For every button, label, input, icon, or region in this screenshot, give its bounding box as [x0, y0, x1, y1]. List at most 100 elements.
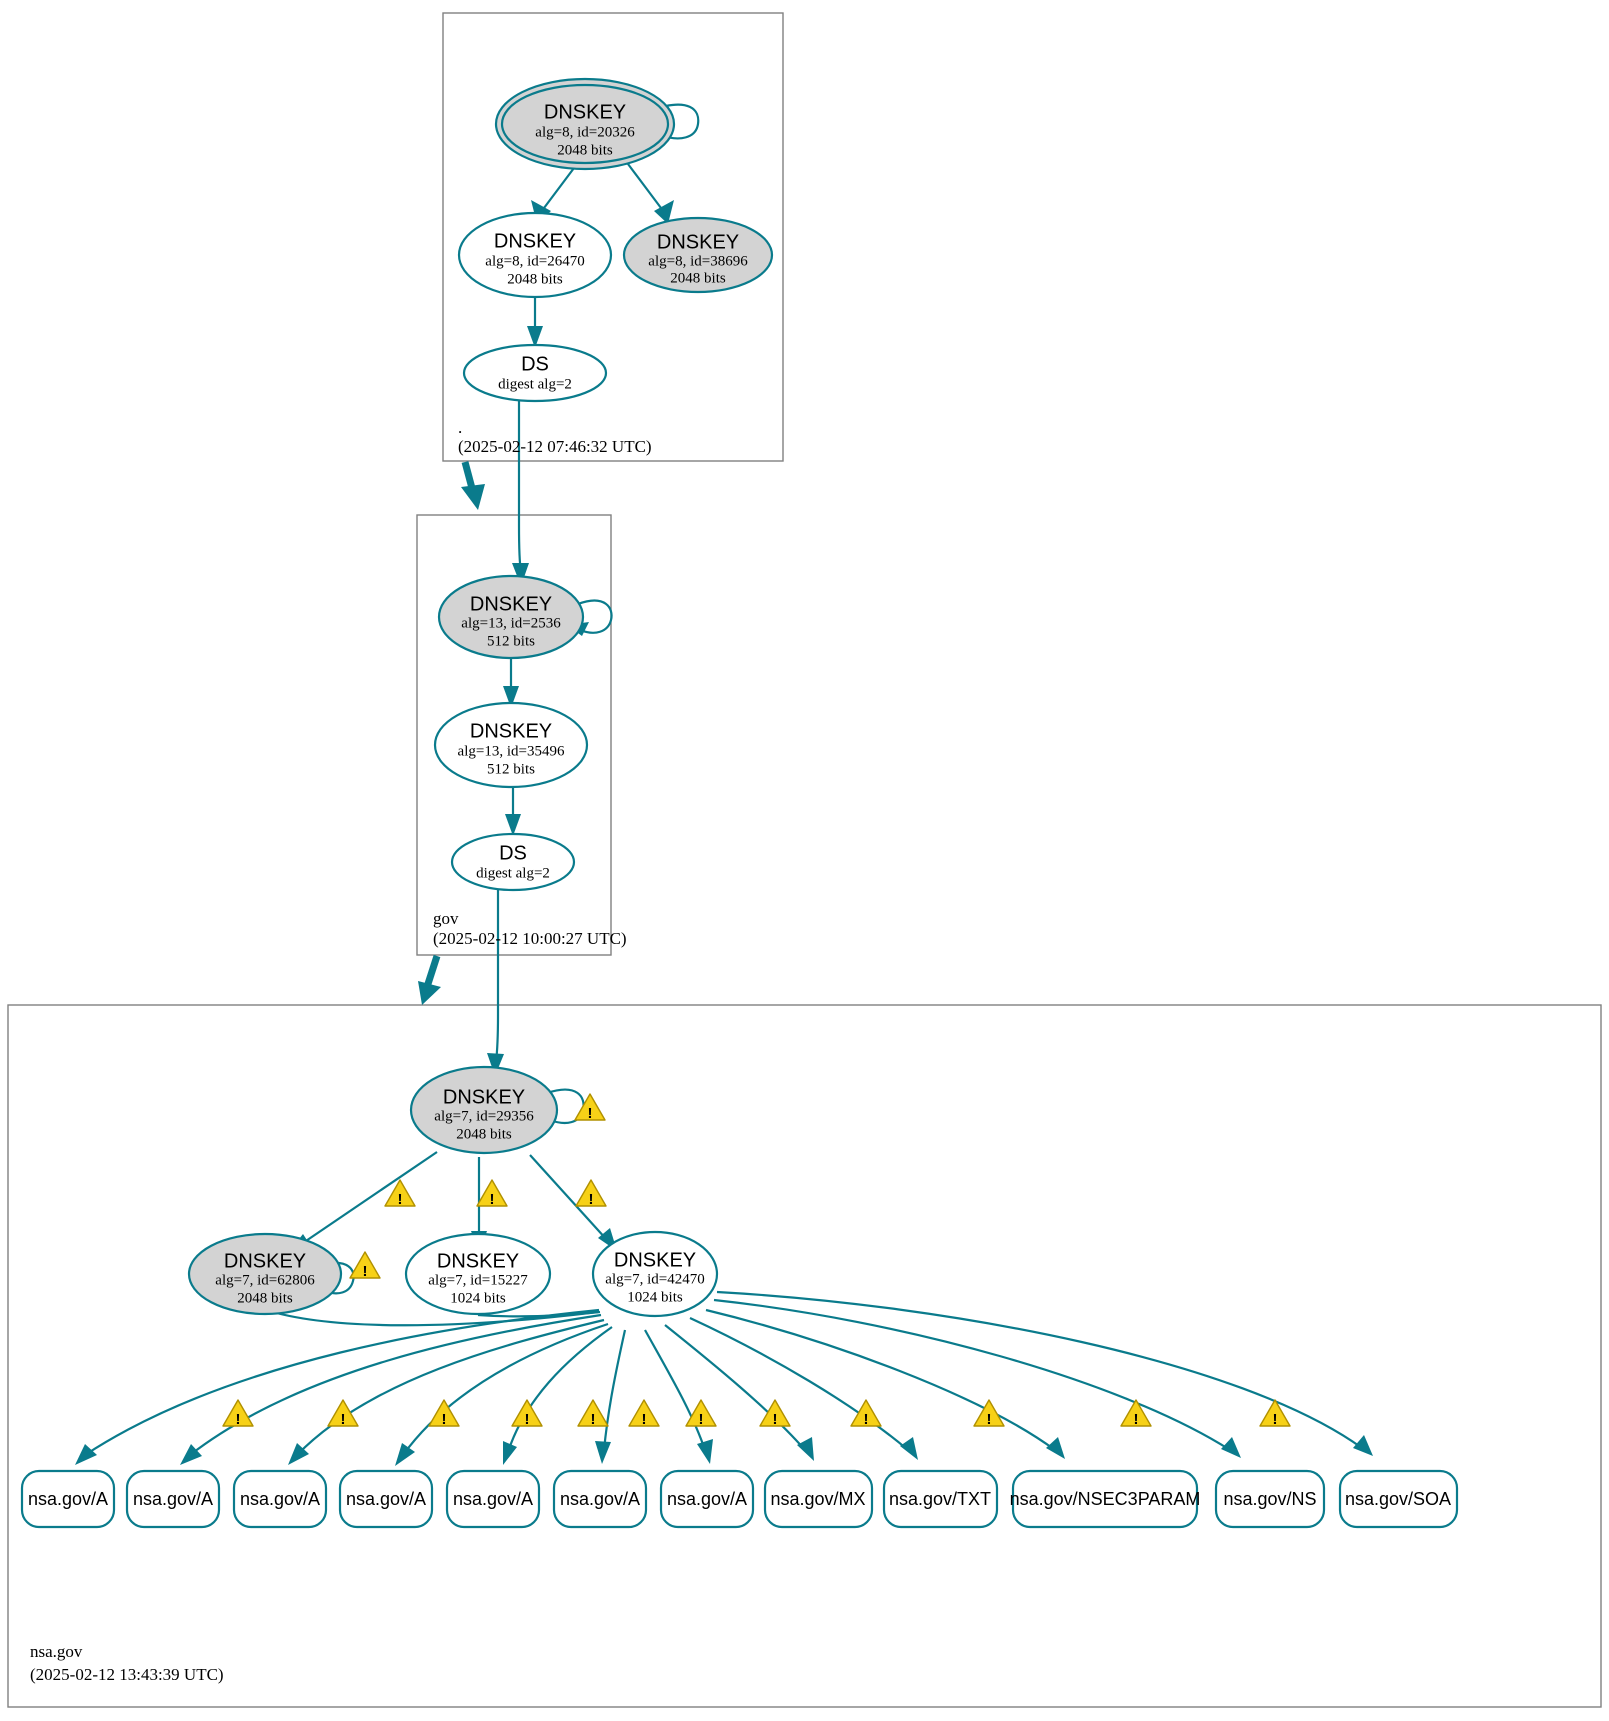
node-root-zsk-38696[interactable] [622, 216, 774, 294]
node-nsa-62806-line2: alg=7, id=62806 [215, 1272, 315, 1288]
node-nsa-29356-title: DNSKEY [443, 1086, 525, 1108]
rrset-box-rr9[interactable] [882, 1469, 999, 1529]
warning-glyph: ! [236, 1411, 241, 1428]
zone-label-root: . [458, 418, 462, 437]
edge-42470-to-rr6 [602, 1329, 627, 1451]
zone-timestamp-nsagov: (2025-02-12 13:43:39 UTC) [30, 1665, 224, 1684]
warning-icon-rr5[interactable]: ! [577, 1399, 609, 1428]
edge-42470-to-rr12 [716, 1290, 1363, 1449]
rrset-box-rr7[interactable] [659, 1469, 755, 1529]
node-gov-ds[interactable] [450, 832, 576, 892]
rrset-box-rr5[interactable] [445, 1469, 541, 1529]
node-gov-ksk-2536[interactable] [437, 574, 585, 660]
node-root-ksk-20326[interactable] [494, 77, 676, 171]
rrset-box-rr6[interactable] [552, 1469, 648, 1529]
warning-icon-selfsign-29356[interactable]: ! [574, 1093, 606, 1122]
rrset-box-rr12[interactable] [1338, 1469, 1459, 1529]
warning-glyph: ! [699, 1411, 704, 1428]
rrset-rr3[interactable]: nsa.gov/A [232, 1469, 328, 1529]
edge-42470-to-rr1 [84, 1308, 600, 1456]
rrset-label-rr8: nsa.gov/MX [770, 1489, 865, 1509]
warning-icon-29356-to-62806[interactable]: ! [384, 1179, 416, 1208]
rrset-rr4[interactable]: nsa.gov/A [338, 1469, 434, 1529]
zone-timestamp-root: (2025-02-12 07:46:32 UTC) [458, 437, 652, 456]
rrset-box-rr2[interactable] [125, 1469, 221, 1529]
arrowhead-rr2 [180, 1444, 202, 1465]
node-nsa-15227[interactable] [404, 1232, 552, 1316]
arrowhead-rr5 [503, 1441, 517, 1465]
node-gov-35496-title: DNSKEY [470, 720, 552, 742]
arrowhead-rr7 [697, 1439, 713, 1464]
rrset-rr9[interactable]: nsa.gov/TXT [882, 1469, 999, 1529]
warning-icon-rr12[interactable]: ! [1259, 1399, 1291, 1428]
warning-icon-rr6[interactable]: ! [628, 1399, 660, 1428]
rrset-box-rr10[interactable] [1011, 1469, 1199, 1529]
node-gov-ds-title: DS [499, 842, 527, 864]
rrset-rr2[interactable]: nsa.gov/A [125, 1469, 221, 1529]
warning-glyph: ! [642, 1411, 647, 1428]
node-gov-35496-line3: 512 bits [487, 761, 535, 777]
arrowhead-35496-to-govds [505, 814, 521, 836]
zone-box-nsagov [7, 1004, 1602, 1708]
warning-glyph: ! [442, 1411, 447, 1428]
edge-42470-to-rr4 [402, 1322, 609, 1456]
rrset-label-rr2: nsa.gov/A [133, 1489, 213, 1509]
arrowhead-rr1 [75, 1444, 97, 1465]
rrset-rr6[interactable]: nsa.gov/A [552, 1469, 648, 1529]
warning-icon-rr8[interactable]: ! [759, 1399, 791, 1428]
warning-icon-29356-to-15227[interactable]: ! [476, 1179, 508, 1208]
rrset-label-rr6: nsa.gov/A [560, 1489, 640, 1509]
warning-icon-rr1[interactable]: ! [222, 1399, 254, 1428]
rrset-box-rr8[interactable] [763, 1469, 874, 1529]
warning-glyph: ! [525, 1411, 530, 1428]
node-nsa-62806-title: DNSKEY [224, 1250, 306, 1272]
warning-icon-rr7[interactable]: ! [685, 1399, 717, 1428]
arrowhead-rootds-to-govksk [512, 563, 529, 586]
warning-icon-rr11[interactable]: ! [1120, 1399, 1152, 1428]
rrset-rr10[interactable]: nsa.gov/NSEC3PARAM [1010, 1469, 1201, 1529]
rrset-rr5[interactable]: nsa.gov/A [445, 1469, 541, 1529]
warning-icon-rr2[interactable]: ! [327, 1399, 359, 1428]
node-nsa-42470[interactable] [591, 1230, 719, 1318]
arrowhead-zone-root-to-gov [461, 484, 485, 510]
rrset-rr8[interactable]: nsa.gov/MX [763, 1469, 874, 1529]
rrset-rr12[interactable]: nsa.gov/SOA [1338, 1469, 1459, 1529]
node-root-ksk-title: DNSKEY [544, 101, 626, 123]
warning-icon-selfsign-62806[interactable]: ! [349, 1251, 381, 1280]
edge-rootksk-to-38696 [627, 163, 665, 213]
edge-zone-gov-to-nsagov [423, 954, 441, 989]
node-gov-2536-line2: alg=13, id=2536 [461, 615, 561, 631]
arrowhead-rr10 [1046, 1437, 1065, 1459]
node-gov-35496-line2: alg=13, id=35496 [458, 743, 565, 759]
arrowhead-govds-to-nsaksk [487, 1053, 504, 1076]
rrset-rr7[interactable]: nsa.gov/A [659, 1469, 755, 1529]
arrowhead-rr9 [900, 1437, 918, 1460]
rrset-rr11[interactable]: nsa.gov/NS [1214, 1469, 1326, 1529]
rrset-label-rr1: nsa.gov/A [28, 1489, 108, 1509]
warning-icon-29356-to-42470[interactable]: ! [575, 1179, 607, 1208]
arrowhead-rr12 [1353, 1435, 1373, 1456]
warning-glyph: ! [588, 1105, 593, 1122]
warning-icon-rr10[interactable]: ! [973, 1399, 1005, 1428]
node-root-zsk-26470[interactable] [457, 211, 613, 299]
arrowhead-rootksk-to-38696 [654, 200, 674, 224]
warning-icon-rr9[interactable]: ! [850, 1399, 882, 1428]
rrset-rr1[interactable]: nsa.gov/A [20, 1469, 116, 1529]
edge-62806-fanjoin [265, 1308, 599, 1327]
arrowhead-26470-to-rootds [527, 326, 543, 348]
edge-42470-to-rr8 [664, 1324, 806, 1451]
node-root-26470-line3: 2048 bits [507, 271, 563, 287]
rrset-box-rr1[interactable] [20, 1469, 116, 1529]
rrset-box-rr11[interactable] [1214, 1469, 1326, 1529]
rrset-box-rr4[interactable] [338, 1469, 434, 1529]
node-root-ksk-line2: alg=8, id=20326 [535, 124, 635, 140]
node-nsa-62806-line3: 2048 bits [237, 1290, 293, 1306]
node-root-ds[interactable] [462, 343, 608, 403]
node-nsa-62806[interactable] [187, 1232, 343, 1316]
node-gov-zsk-35496[interactable] [433, 701, 589, 789]
node-gov-ds-line2: digest alg=2 [476, 865, 550, 881]
rrset-box-rr3[interactable] [232, 1469, 328, 1529]
warning-icon-rr4[interactable]: ! [511, 1399, 543, 1428]
node-nsa-ksk-29356[interactable] [409, 1065, 559, 1155]
warning-icon-rr3[interactable]: ! [428, 1399, 460, 1428]
